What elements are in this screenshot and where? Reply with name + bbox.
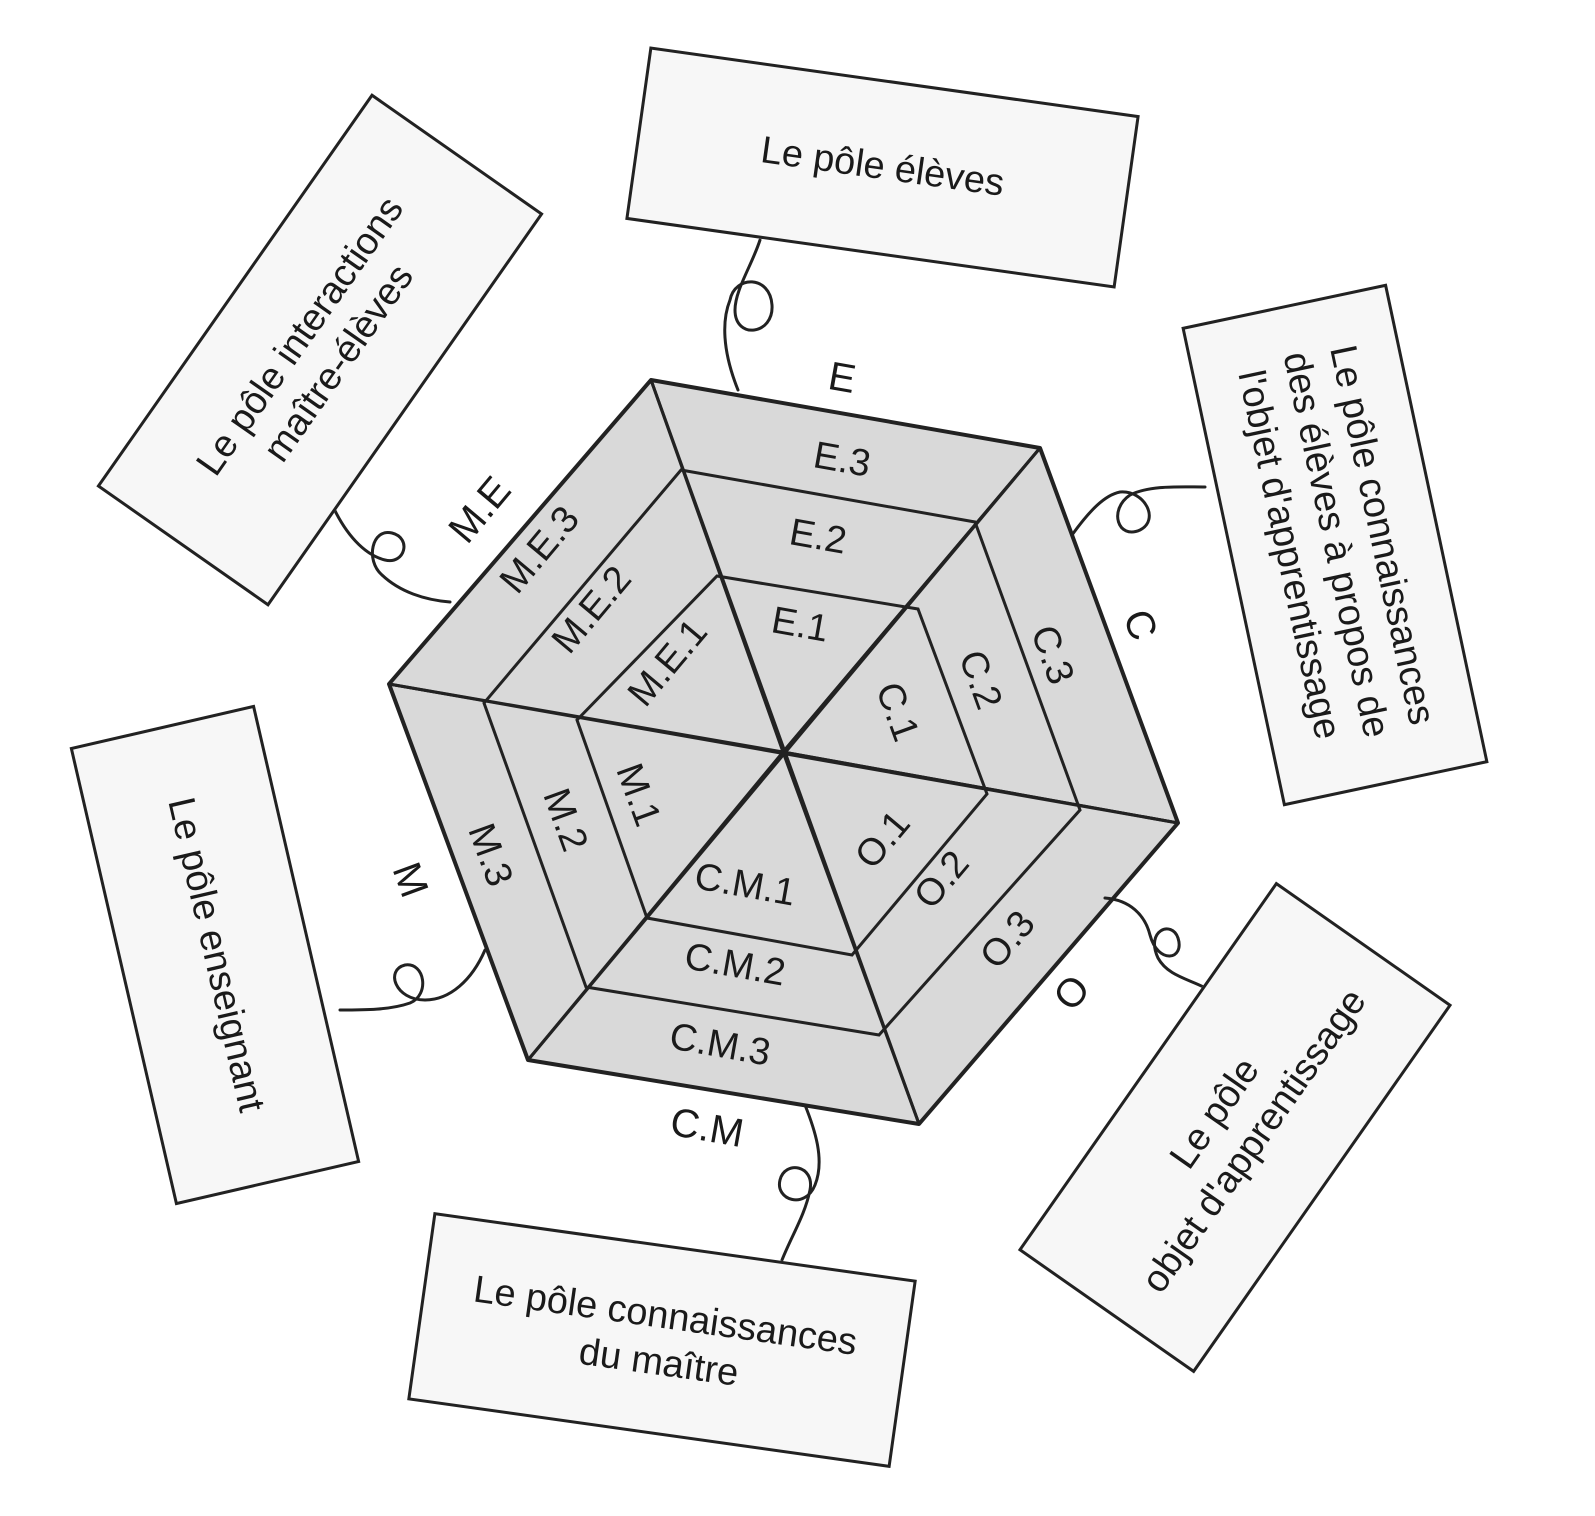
cord-connaissances-eleves (1070, 485, 1207, 537)
cord-eleves (723, 238, 774, 392)
pole-eleves-text: Le pôle élèves (758, 128, 1007, 205)
axis-label-o: O (1045, 967, 1099, 1019)
zone-label-e1: E.1 (768, 599, 831, 650)
cord-objet (1103, 896, 1217, 997)
axis-label-me: M.E (440, 469, 519, 552)
axis-label-m: M (384, 857, 437, 903)
cord-connaissances-maitre (778, 1103, 821, 1262)
connector-cords (328, 238, 1217, 1262)
zone-label-e2: E.2 (786, 511, 849, 562)
cord-interactions (328, 498, 452, 604)
axis-label-e: E (825, 354, 859, 402)
hexagon-outline (387, 378, 1180, 1126)
pole-enseignant-text: Le pôle enseignant (159, 793, 273, 1117)
spoke-3 (388, 682, 1179, 825)
axis-label-cm: C.M (667, 1100, 747, 1156)
ring-1 (575, 574, 989, 957)
axis-label-c: C (1114, 604, 1165, 646)
hexagon (387, 378, 1180, 1126)
cord-enseignant (338, 948, 487, 1012)
zone-label-e3: E.3 (810, 434, 873, 485)
ring-2 (482, 468, 1082, 1037)
